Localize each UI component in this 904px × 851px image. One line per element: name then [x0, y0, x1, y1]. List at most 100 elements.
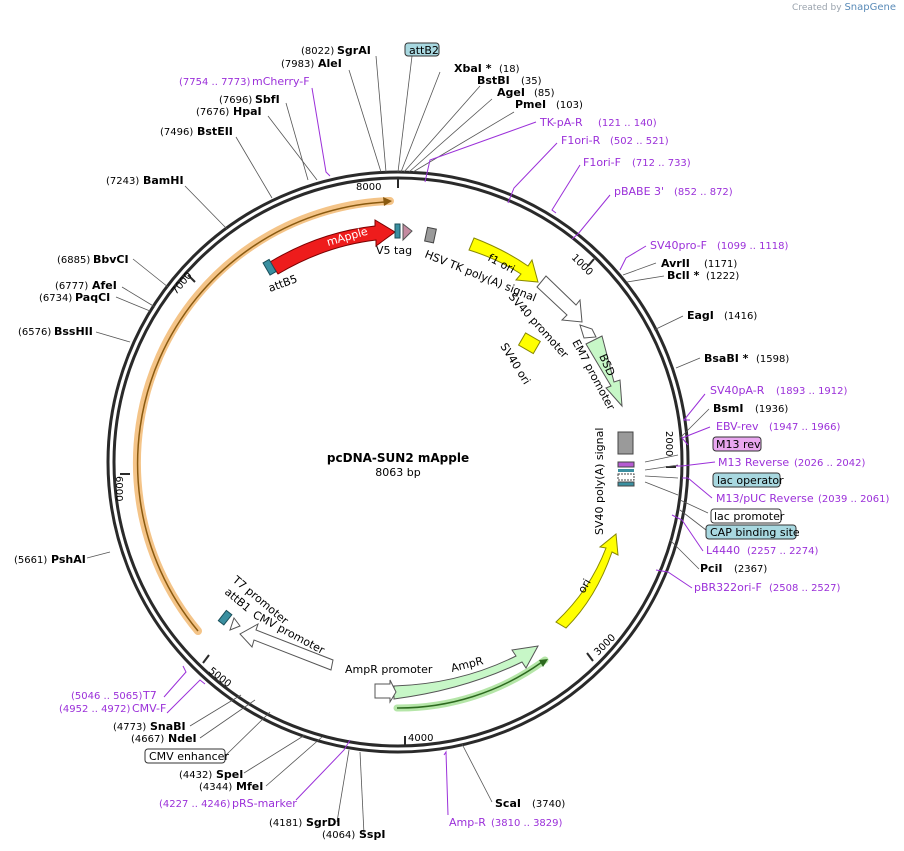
primer-sv40par-pos: (1893 .. 1912): [776, 386, 848, 397]
attb2-leader: [397, 55, 413, 173]
t7prom-feature: [229, 616, 241, 631]
plasmid-length: 8063 bp: [375, 466, 420, 479]
site-pcii-name: PciI: [700, 562, 722, 575]
primer-labels: (7754 .. 7773) mCherry-F TK-pA-R (121 ..…: [59, 75, 890, 829]
primer-ampr-name: Amp-R: [449, 816, 486, 829]
orf-arc-head: [383, 197, 392, 206]
site-snabi-name: SnaBI: [150, 720, 186, 733]
lacop-marker: [618, 469, 634, 472]
primer-f1orif-name: F1ori-F: [583, 156, 621, 169]
primer-pbr322-name: pBR322ori-F: [694, 581, 762, 594]
site-hpai-name: HpaI: [233, 105, 262, 118]
lacprom-marker: [617, 473, 635, 481]
site-spei-name: SpeI: [216, 768, 243, 781]
primer-tkpar-pos: (121 .. 140): [598, 118, 657, 129]
v5tag-feature: [402, 222, 413, 242]
lacop-box: lac operator: [712, 472, 784, 488]
primer-mcherry-name: mCherry-F: [252, 75, 310, 88]
site-paqci-pos: (6734): [39, 293, 72, 304]
site-afei-pos: (6777): [55, 281, 88, 292]
primer-t7-name: T7: [142, 689, 157, 702]
cap-label: CAP binding site: [710, 526, 800, 539]
attb2-box: attB2: [404, 42, 440, 57]
snapgene-brand: Created by SnapGene: [792, 2, 896, 13]
primer-ampr-pos: (3810 .. 3829): [491, 818, 563, 829]
tick-2000: 2000: [663, 431, 674, 456]
primer-sv40prof-pos: (1099 .. 1118): [717, 241, 789, 252]
primer-cmvf-pos: (4952 .. 4972): [59, 704, 131, 715]
attb1-feature: [217, 609, 233, 626]
site-bsmi-pos: (1936): [755, 404, 788, 415]
site-sgrdi-pos: (4181): [269, 818, 302, 829]
amprprom-label: AmpR promoter: [345, 663, 433, 676]
lacprom-label: lac promoter: [714, 510, 785, 523]
site-bbvci-name: BbvCI: [93, 253, 129, 266]
em7-feature: [579, 324, 597, 339]
lacop-label: lac operator: [717, 474, 784, 487]
primer-prs-pos: (4227 .. 4246): [159, 799, 231, 810]
site-scai-pos: (3740): [532, 799, 565, 810]
site-bsshii-pos: (6576): [18, 327, 51, 338]
site-bstbi-name: BstBI: [477, 74, 510, 87]
site-bsteii-pos: (7496): [160, 127, 193, 138]
amprprom-feature: [374, 679, 397, 704]
plasmid-name: pcDNA-SUN2 mApple: [327, 451, 469, 465]
site-sgrai-pos: (8022): [301, 46, 334, 57]
attb2-label: attB2: [409, 44, 439, 57]
site-eagi-name: EagI: [687, 309, 714, 322]
cap-box: CAP binding site: [705, 524, 800, 540]
primer-f1orir-name: F1ori-R: [561, 134, 601, 147]
primer-m13puc-pos: (2039 .. 2061): [818, 494, 890, 505]
site-eagi-pos: (1416): [724, 311, 757, 322]
site-ndei-pos: (4667): [131, 734, 164, 745]
site-xbai-pos: (18): [499, 64, 520, 75]
primer-cmvf-name: CMV-F: [132, 702, 166, 715]
primer-l4440-pos: (2257 .. 2274): [747, 546, 819, 557]
sv40pa-label: SV40 poly(A) signal: [593, 428, 606, 535]
primer-leaders: [163, 87, 716, 816]
site-pmei-name: PmeI: [515, 98, 546, 111]
hsvtk-feature: [424, 226, 437, 244]
site-agei-name: AgeI: [497, 86, 525, 99]
site-pmei-pos: (103): [556, 100, 583, 111]
m13-marker: [617, 461, 635, 468]
site-bcli-pos: (1222): [706, 271, 739, 282]
primer-ebvrev-name: EBV-rev: [716, 420, 759, 433]
orf-arc: [132, 197, 394, 635]
site-sgrdi-name: SgrDI: [306, 816, 340, 829]
tick-7000: 7000: [170, 270, 195, 297]
sv40prom-feature: [536, 275, 583, 323]
cmvenh-label: CMV enhancer: [149, 750, 229, 763]
site-bsabi-pos: (1598): [756, 354, 789, 365]
primer-ebvrev-pos: (1947 .. 1966): [769, 422, 841, 433]
ori-label: ori: [575, 577, 593, 596]
site-bsabi-name: BsaBI *: [704, 352, 749, 365]
primer-m13reverse-pos: (2026 .. 2042): [794, 458, 866, 469]
v5tag-box-a: [394, 223, 401, 239]
tick-8000: 8000: [356, 182, 381, 193]
cmvenh-box: CMV enhancer: [144, 748, 229, 764]
primer-f1orif-pos: (712 .. 733): [632, 158, 691, 169]
primer-pbr322-pos: (2508 .. 2527): [769, 583, 841, 594]
tick-5000: 5000: [206, 666, 233, 690]
site-sbfi-name: SbfI: [255, 93, 280, 106]
site-xbai-name: XbaI *: [454, 62, 492, 75]
brand-name: SnapGene: [844, 2, 896, 13]
site-sspi-pos: (4064): [322, 830, 355, 841]
site-ndei-name: NdeI: [168, 732, 197, 745]
tick-6000: 6000: [113, 476, 124, 501]
site-sbfi-pos: (7696): [219, 95, 252, 106]
site-paqci-name: PaqCI: [75, 291, 110, 304]
primer-pbabe-name: pBABE 3': [614, 185, 664, 198]
ampr-arc-head: [539, 659, 548, 667]
sv40ori-feature: [517, 332, 541, 355]
primer-tkpar-name: TK-pA-R: [539, 116, 583, 129]
site-labels: (8022) SgrAI (7983) AleI XbaI * (18) Bst…: [14, 44, 789, 841]
site-alei-pos: (7983): [281, 59, 314, 70]
sv40pa-feature: [617, 431, 634, 455]
site-pshai-pos: (5661): [14, 555, 47, 566]
site-sgrai-name: SgrAI: [337, 44, 371, 57]
orf-arc-line: [136, 201, 387, 632]
site-bstbi-pos: (35): [521, 76, 542, 87]
